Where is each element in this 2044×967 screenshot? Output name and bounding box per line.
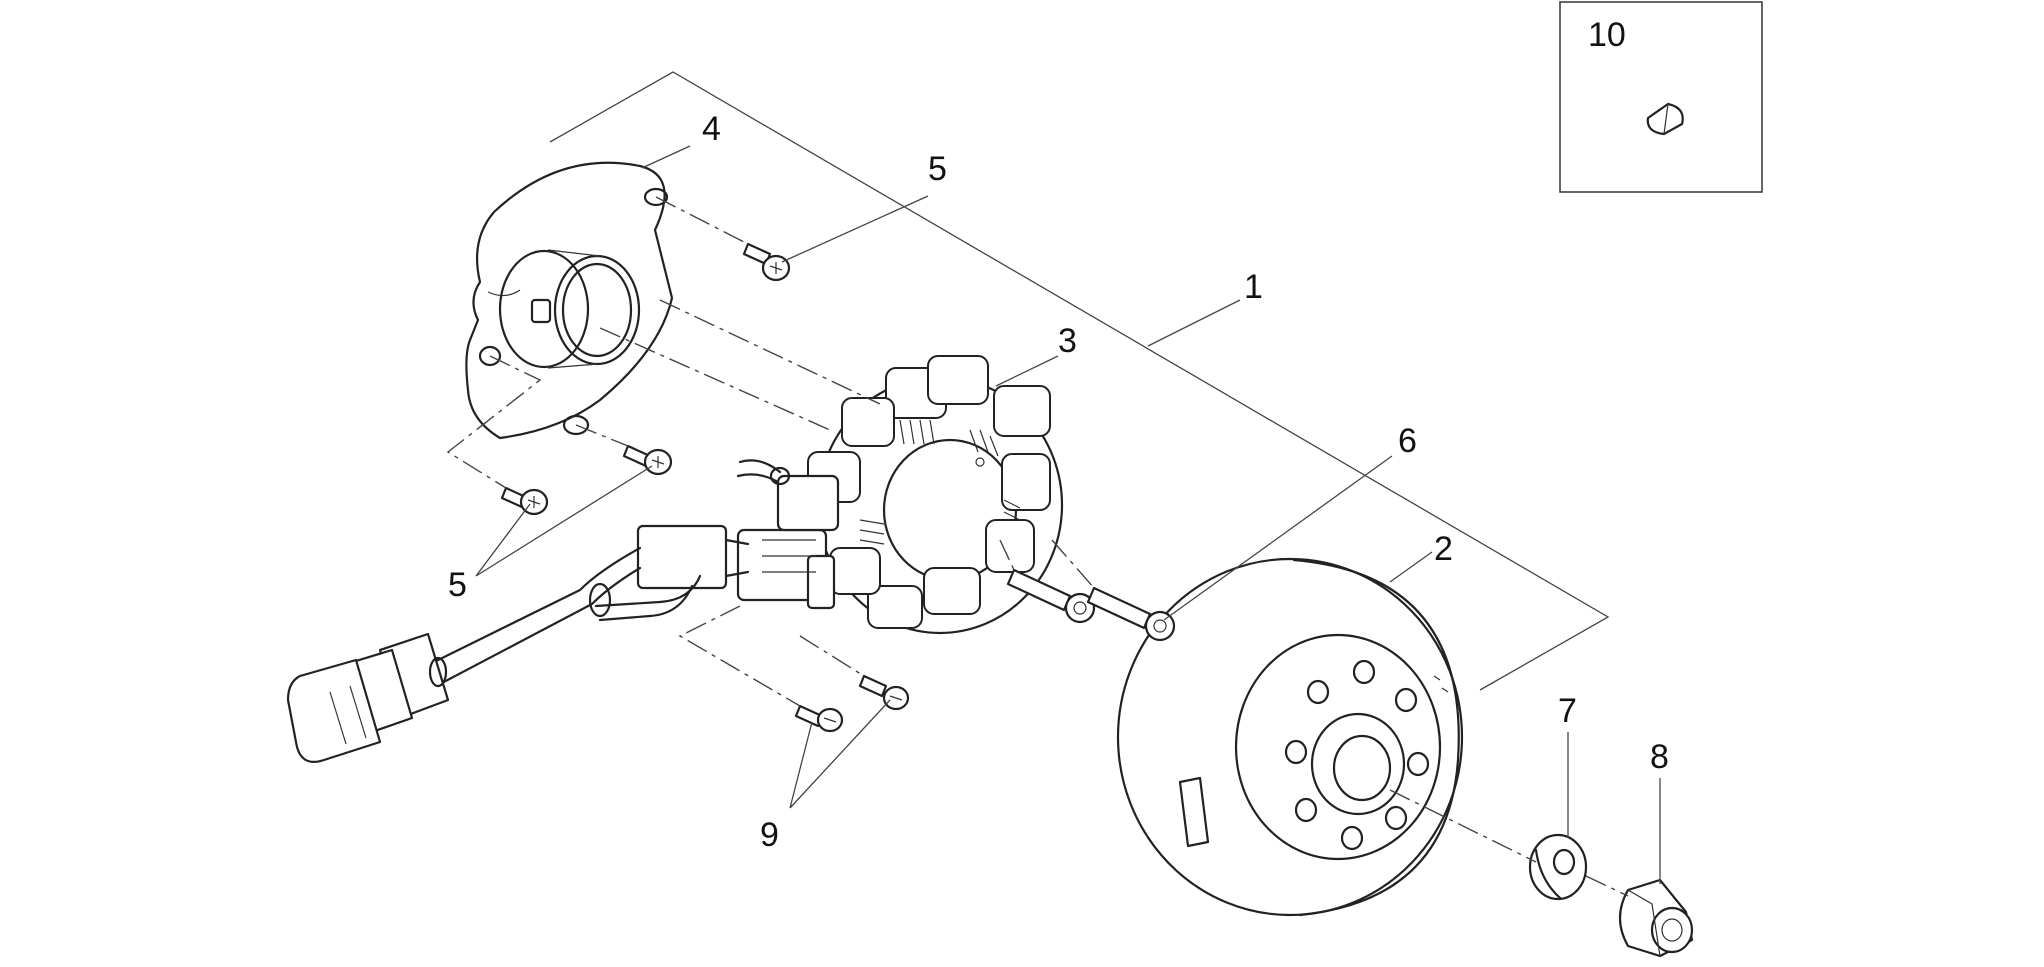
stator-coils <box>807 355 1051 629</box>
screw-plate-left <box>500 486 549 516</box>
connector-plug-icon <box>286 632 450 763</box>
callout-1: 1 <box>1244 268 1263 306</box>
assembly-bracket <box>549 71 1610 691</box>
callout-10: 10 <box>1588 16 1626 54</box>
leader-lines <box>475 145 1661 884</box>
stator-bolt-2 <box>1086 586 1176 642</box>
stator <box>807 355 1064 635</box>
callout-4: 4 <box>702 110 721 148</box>
callout-3: 3 <box>1058 322 1077 360</box>
washer <box>1528 833 1588 901</box>
flywheel-rotor <box>1116 557 1464 917</box>
callout-9: 9 <box>760 816 779 854</box>
callout-8: 8 <box>1650 738 1669 776</box>
screw-plate-right <box>622 444 673 476</box>
callout-2: 2 <box>1434 530 1453 568</box>
flange-nut <box>1618 878 1694 958</box>
woodruff-key-icon <box>1646 102 1684 136</box>
callout-5-bottom: 5 <box>448 566 467 604</box>
mounting-plate <box>465 161 674 440</box>
stator-bolt-1 <box>1006 568 1096 624</box>
callout-7: 7 <box>1558 692 1577 730</box>
callout-5-top: 5 <box>928 150 947 188</box>
inset-box-key <box>1559 1 1763 193</box>
screw-sensor-right <box>858 674 910 711</box>
screw-sensor-left <box>794 704 844 733</box>
assembly-centerlines <box>446 196 1629 897</box>
callout-6: 6 <box>1398 422 1417 460</box>
callout-labels: 1 2 3 4 5 5 6 7 8 9 10 <box>448 16 1669 854</box>
pickup-sensor-wiring <box>286 459 840 763</box>
